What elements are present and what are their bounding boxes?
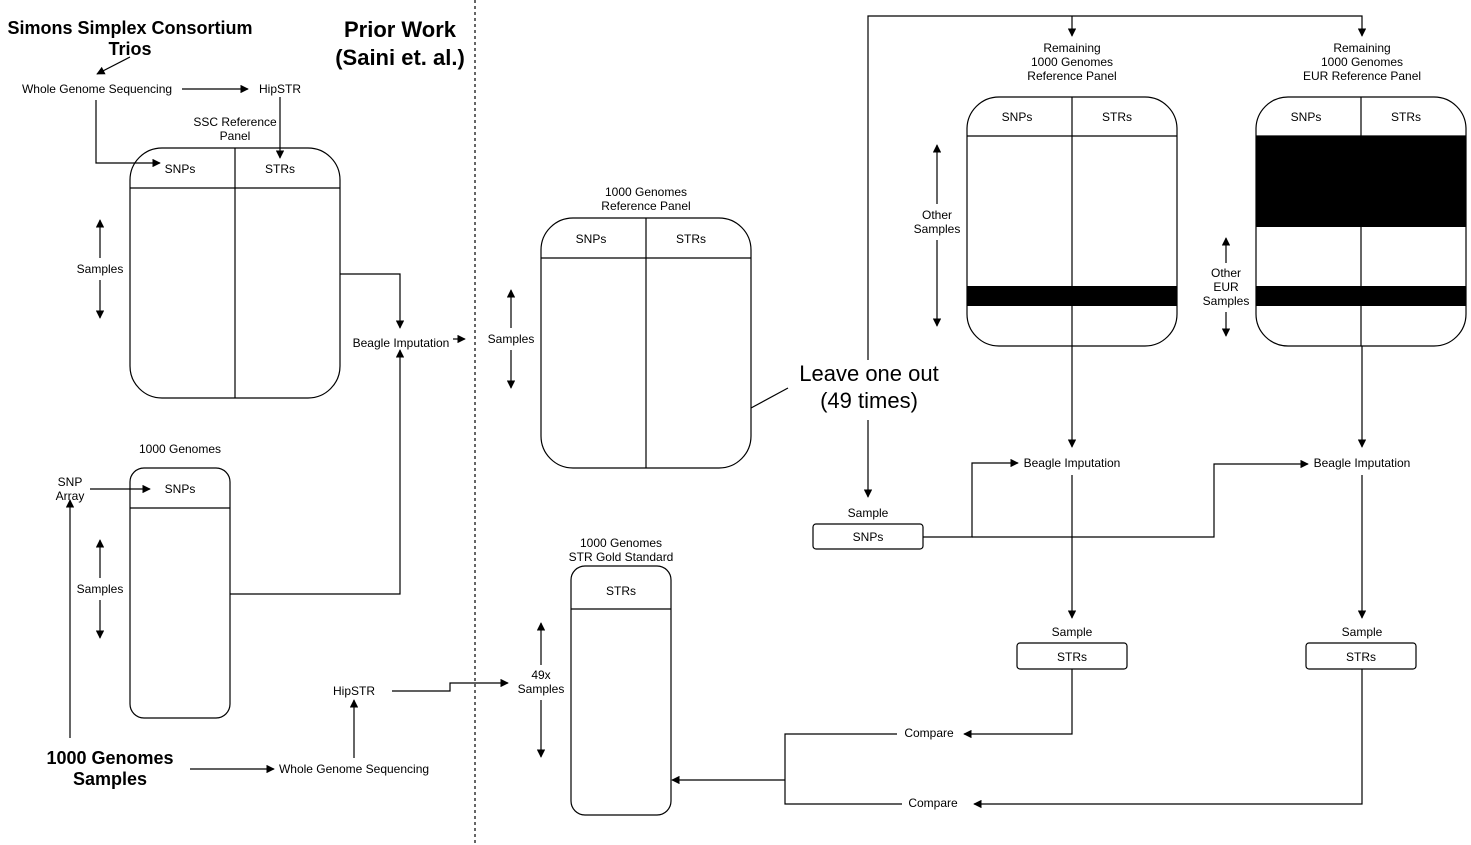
remaining-label-line3: Reference Panel [1027, 69, 1116, 83]
hipstr-bottom-label: HipSTR [333, 684, 375, 698]
remaining-strs-header: STRs [1102, 110, 1132, 124]
compare-label: Compare [904, 726, 954, 740]
str-gold-standard-panel [570, 565, 672, 816]
g1000-to-beagle-arrow [230, 349, 405, 595]
ssc-to-wgs-arrow [96, 56, 131, 75]
loo-to-eur-arrow [867, 15, 1367, 360]
ssc-title: Simons Simplex Consortium [7, 18, 252, 38]
eur-snps-header: SNPs [1291, 110, 1322, 124]
ssc-snps-header: SNPs [165, 162, 196, 176]
gold-standard-label: 1000 Genomes [580, 536, 662, 550]
eur-imputed-sample-label: Sample [1342, 625, 1383, 639]
remaining-label-line2: 1000 Genomes [1031, 55, 1113, 69]
g1000-ref-label: 1000 Genomes [605, 185, 687, 199]
g1000-snps-header: SNPs [165, 482, 196, 496]
beagle-left-label: Beagle Imputation [353, 336, 450, 350]
remaining-eur-label: Remaining [1333, 41, 1390, 55]
eur-imputed-strs-box [1305, 642, 1417, 670]
wgs-to-snps-arrow [95, 100, 161, 168]
hipstr-top-label: HipSTR [259, 82, 301, 96]
gold-standard-label-line2: STR Gold Standard [569, 550, 674, 564]
sample-to-eur-beagle-arrow [972, 459, 1309, 538]
ref-to-loo-line [750, 387, 789, 409]
g1000-label: 1000 Genomes [139, 442, 221, 456]
leave-one-out-label: Leave one out [799, 361, 938, 386]
imputed-sample-label: Sample [1052, 625, 1093, 639]
g1000-ref-strs-header: STRs [676, 232, 706, 246]
snp-array-label-line2: Array [56, 489, 85, 503]
snp-array-label: SNP [58, 475, 83, 489]
wgs-bottom-label: Whole Genome Sequencing [279, 762, 429, 776]
gold-strs-header: STRs [606, 584, 636, 598]
eur-imputed-strs-label: STRs [1346, 650, 1376, 664]
eur-strs-to-compare-arrow [973, 669, 1363, 809]
g1000-samples-title: 1000 Genomes [46, 748, 173, 768]
ssc-samples-label: Samples [77, 262, 124, 276]
prior-work-subtitle: (Saini et. al.) [335, 45, 465, 70]
sample-label: Sample [848, 506, 889, 520]
ssc-ref-panel-label-line2: Panel [220, 129, 251, 143]
imputed-strs-label: STRs [1057, 650, 1087, 664]
other-samples-label: Other [922, 208, 952, 222]
samples-49x-label: 49x [531, 668, 550, 682]
ref-samples-label: Samples [488, 332, 535, 346]
beagle-remaining-label: Beagle Imputation [1024, 456, 1121, 470]
other-eur-label-line2: EUR [1213, 280, 1239, 294]
ssc-strs-header: STRs [265, 162, 295, 176]
ssc-to-beagle-arrow [340, 273, 405, 329]
other-samples-label-line2: Samples [914, 222, 961, 236]
leave-one-out-label-line2: (49 times) [820, 388, 918, 413]
ssc-title-line2: Trios [108, 39, 151, 59]
remaining-label: Remaining [1043, 41, 1100, 55]
remaining-snps-header: SNPs [1002, 110, 1033, 124]
wgs-top-label: Whole Genome Sequencing [22, 82, 172, 96]
remaining-eur-label-line2: 1000 Genomes [1321, 55, 1403, 69]
g1000-samples-title-line2: Samples [73, 769, 147, 789]
strs-to-compare-arrow [963, 669, 1073, 739]
ssc-ref-panel-label: SSC Reference [193, 115, 277, 129]
other-eur-label: Other [1211, 266, 1241, 280]
samples-49x-label-line2: Samples [518, 682, 565, 696]
g1000-ref-snps-header: SNPs [576, 232, 607, 246]
eur-strs-header: STRs [1391, 110, 1421, 124]
sample-to-beagle-arrow [923, 458, 1019, 538]
beagle-eur-label: Beagle Imputation [1314, 456, 1411, 470]
other-eur-label-line3: Samples [1203, 294, 1250, 308]
compare-eur-label: Compare [908, 796, 958, 810]
sample-snps-label: SNPs [853, 530, 884, 544]
prior-work-title: Prior Work [344, 17, 457, 42]
g1000-snp-panel [129, 467, 231, 719]
g1000-ref-label-line2: Reference Panel [601, 199, 690, 213]
compare-bracket [784, 733, 902, 805]
remaining-eur-label-line3: EUR Reference Panel [1303, 69, 1421, 83]
g1000-samples-label: Samples [77, 582, 124, 596]
hipstr-to-gold-arrow [392, 678, 509, 692]
